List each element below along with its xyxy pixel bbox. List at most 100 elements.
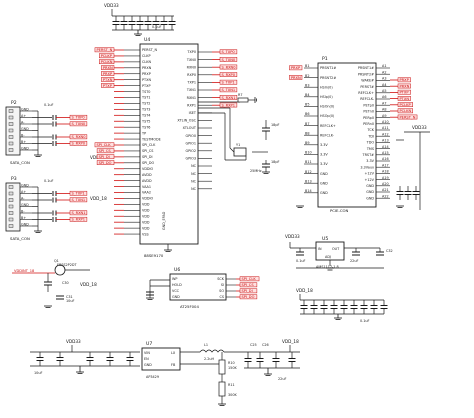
u4-net-right-6-text: S_RXN1 [222,96,236,100]
p1-net-4 [397,102,413,107]
p1-right-pinnum-9: A10 [382,120,389,124]
p3-pin-label-1: A+ [21,190,26,194]
p3-cap-value: 0.1uF [44,179,54,183]
top-cap-value: 0.1uF [152,25,162,29]
u6-net-0 [239,276,260,282]
p1-left-pinnum-7: B8 [305,131,309,135]
u4-right-pin-16: NC [191,172,197,176]
p1-right-pinnum-21: A22 [382,194,389,198]
p3-net-2 [69,210,88,216]
vdd18-p3-label: VDD_18 [90,196,107,201]
u4-right-pin-14: GPIO3 [186,157,197,161]
p1-left-pinnum-1: B2 [305,74,309,78]
p3-net-1 [69,197,88,203]
iset-resistor-ref: R7 [238,93,243,97]
iset-resistor [237,97,249,103]
p2-pin-label-6: GND [21,146,29,150]
p1-right-pinnum-11: A12 [382,132,389,136]
vddint-label: VDDINT_18 [14,269,35,273]
u7-pin-gnd: GND [144,363,152,367]
u6-left-pin-2: VCC [172,289,180,293]
u4-left-pin-11: TST4 [141,114,150,118]
u4-net-left-2-text: PCLKN [101,60,113,64]
vdd33-bottom-label: VDD33 [66,339,81,344]
p2-net-2 [69,134,88,140]
p2-net-3-text: S_RXP0 [72,142,86,146]
p1-net-1 [397,83,411,89]
u4-right-pin-8: ISET [189,111,197,115]
p2-cap-value: 0.1uF [44,103,54,107]
u4-left-pin-19: SPI_DO [142,161,155,165]
p1-left-pin-11: GND [320,172,328,176]
u4-net-left-1-text: PCLKP [101,54,113,58]
crystal-ref: Y1 [236,143,240,147]
vdd18-out-label: VDD_18 [282,339,299,344]
p1-right-pin-9: PERn0 [363,122,374,126]
p2-pin-label-2: A- [21,120,25,124]
u6-net-1-text: SPI_CS [242,283,255,287]
vdd18-bot-label: VDD_18 [80,282,97,287]
u5-cout: 22uF [350,259,358,263]
p1-left-pin-9: 3.3V [320,153,328,157]
p1-right-pin-16: 3.3Vaux [360,165,374,169]
p2-pin-2 [8,122,14,126]
p1-left-pin-12: GND [320,181,328,185]
u6-net-2 [239,288,258,294]
p2-pin-label-1: A+ [21,114,26,118]
u6-net-0-text: SPI_CLK [242,277,257,281]
p1-right-pin-15: 3.3V [366,159,374,163]
p1-right-pinnum-0: A1 [382,64,386,68]
p1-net-6 [397,114,418,120]
u4-right-pin-0: TXP0 [186,50,196,54]
p1-left-pinnum-9: B10 [305,151,312,155]
p3-net-0 [69,190,88,196]
u4-net-right-7-text: S_RXP1 [222,103,236,107]
p3-pin-3 [8,204,14,209]
p1-right-pin-6: PETp0 [363,103,374,107]
p1-left-net-1 [289,75,303,80]
p1-ref: P1 [322,56,328,62]
p1-net-4-text: PCLKP [400,103,412,107]
p2-pin-4 [8,135,14,139]
p1-right-pin-20: GND [366,190,374,194]
u4-net-right-7 [219,102,238,108]
u6-right-pin-0: SCK [217,277,225,281]
u5-ldo-regulator: VDD33 U5 IN OUT ADJ AMS1117-1.8 0.1uF 22… [285,234,393,271]
u4-net-left-1 [99,53,115,59]
p1-right-pinnum-5: A6 [382,95,386,99]
p2-net-1-text: S_TXN0 [72,122,86,126]
u4-left-pin-24: VAA2 [142,191,151,195]
p1-right-pin-12: TDO [366,141,375,145]
p1-net-2-text: PTXP [400,91,410,95]
u4-left-pin-7: TST0 [141,90,150,94]
u4-net-left-3-text: PRXN [103,66,113,70]
vdd18-decoupling-bank: VDD_18 0.1uF [296,288,388,323]
u4-spi-net-1 [96,148,115,154]
u7-pin-lx: LX [171,351,176,355]
p1-net-5-text: PCLKN [400,109,412,113]
p2-pin-label-4: B- [21,133,25,137]
u7-input-cap-value: 10uF [34,371,42,375]
u4-right-pin-7: RXP1 [187,103,196,107]
u4-left-pin-31: VSS [142,232,149,236]
p1-right-pin-2: WAKE# [361,79,374,83]
p2-net-1 [69,121,88,127]
u7-pin-en: EN [144,357,149,361]
u5-ref: U5 [322,236,328,242]
u4-spi-net-1-text: SPI_CS [99,149,112,153]
p1-left-pin-0: PRSNT1# [320,66,336,70]
p1-left-pin-7: REFCLK- [320,133,335,137]
p1-left-pinnum-13: B14 [305,189,312,193]
u4-gnd-epad: GND_EPAD [162,211,166,230]
u4-right-pin-10: XTLOUT [183,126,197,130]
u4-left-pin-20: VDDIO [142,167,154,171]
p1-right-pinnum-17: A18 [382,170,389,174]
vdd33-right-label: VDD33 [412,125,427,130]
p2-pin-label-3: GND [21,127,29,131]
p2-pin-label-0: GND [21,107,29,111]
p1-right-pin-14: TRST# [362,153,375,157]
u5-pin-in: IN [318,247,322,251]
p1-body [317,62,377,208]
